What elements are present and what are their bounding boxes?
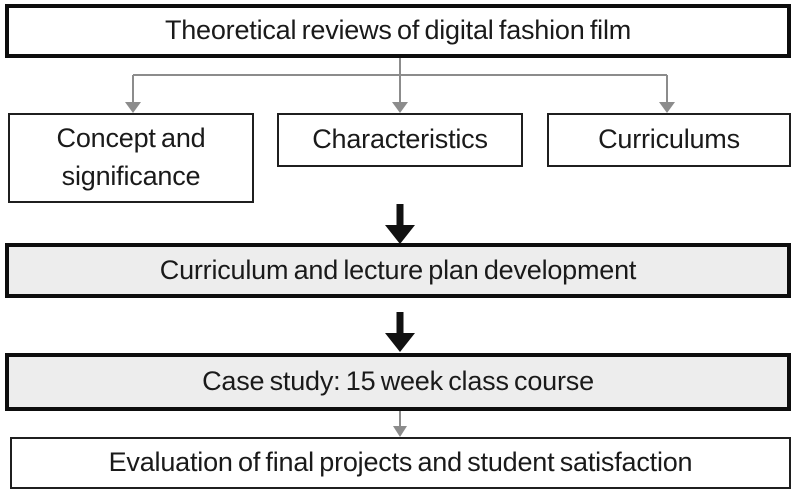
node-characteristics: Characteristics (277, 113, 523, 167)
node-concept-significance-label: Concept and significance (56, 123, 206, 191)
branch-connector (125, 58, 675, 113)
branch-arrowhead-right-icon (659, 102, 675, 113)
thick-arrow-head (385, 225, 415, 244)
gray-down-arrow-icon (393, 411, 407, 437)
node-characteristics-label: Characteristics (312, 124, 488, 155)
node-curriculum-development: Curriculum and lecture plan development (5, 243, 791, 298)
branch-connector-lines (132, 58, 668, 103)
thick-arrow-shaft (396, 204, 404, 225)
branch-arrowhead-left-icon (125, 102, 141, 113)
node-theoretical-reviews-label: Theoretical reviews of digital fashion f… (164, 15, 632, 46)
node-evaluation-label: Evaluation of final projects and student… (108, 447, 693, 478)
node-evaluation: Evaluation of final projects and student… (10, 437, 791, 489)
branch-arrowhead-center-icon (392, 102, 408, 113)
thick-down-arrow-icon (385, 312, 415, 352)
node-case-study-label: Case study: 15 week class course (202, 366, 594, 397)
node-curriculum-development-label: Curriculum and lecture plan development (159, 254, 637, 285)
node-theoretical-reviews: Theoretical reviews of digital fashion f… (5, 4, 791, 58)
node-concept-significance: Concept and significance (8, 113, 254, 203)
thick-arrow-shaft (396, 312, 404, 333)
node-curriculums-label: Curriculums (598, 124, 740, 155)
node-curriculums: Curriculums (547, 113, 791, 167)
gray-arrow-head (393, 426, 407, 437)
thick-arrow-head (385, 333, 415, 352)
node-case-study: Case study: 15 week class course (5, 353, 791, 411)
thick-down-arrow-icon (385, 204, 415, 244)
